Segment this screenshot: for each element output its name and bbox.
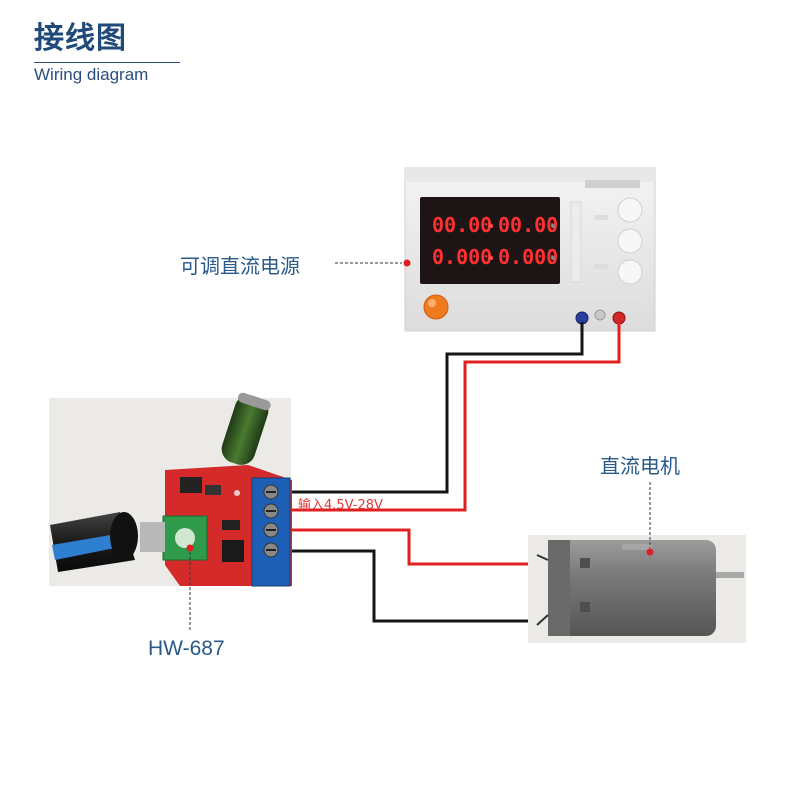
psu-knob: [617, 228, 643, 254]
smd-component: [222, 520, 240, 530]
motor-lead: [536, 614, 549, 626]
psu-display-panel: [420, 197, 560, 284]
power-button: [423, 294, 449, 320]
motor-negative-wire: [288, 549, 537, 623]
motor-shaft: [716, 572, 744, 578]
power-supply-label: 可调直流电源: [180, 254, 300, 278]
motor-endcap: [548, 540, 570, 636]
electrolytic-capacitor: [221, 395, 269, 465]
power-button-highlight: [428, 299, 436, 307]
module-label: HW-687: [148, 637, 225, 660]
header: 接线图 Wiring diagram: [34, 20, 184, 85]
psu-knob: [617, 197, 643, 223]
motor-vent: [580, 602, 590, 612]
mosfet: [222, 540, 244, 562]
psu-knob: [617, 259, 643, 285]
knob-cap: [110, 512, 138, 560]
motor-pointer: [646, 548, 654, 556]
motor-lead: [536, 554, 549, 561]
power-supply-pointer: [403, 259, 411, 267]
ic-chip: [180, 477, 202, 493]
psu-indicator: [594, 264, 608, 269]
psu-scale-strip: [570, 201, 582, 283]
current-display: 00.00: [498, 213, 558, 237]
display-led: [551, 256, 555, 260]
hw687-module: [49, 392, 292, 587]
potentiometer-shaft: [140, 522, 165, 552]
display-led: [489, 256, 493, 260]
supply-negative-wire: [288, 322, 584, 494]
supply-positive-wire: [288, 322, 621, 512]
voltage-display-2: 0.000: [432, 245, 492, 269]
display-led: [551, 224, 555, 228]
power-supply-unit: 00.00 00.00 0.000 0.000: [404, 167, 656, 332]
display-led: [489, 224, 493, 228]
input-voltage-label: 输入4.5V-28V: [298, 498, 383, 513]
title-divider: [34, 62, 180, 63]
module-pointer: [186, 544, 194, 552]
wires: [288, 322, 621, 623]
psu-brand-plate: [585, 180, 640, 188]
dc-motor-label: 直流电机: [600, 454, 680, 478]
motor-housing: [548, 540, 716, 636]
capacitor-top: [237, 392, 271, 411]
motor-highlight: [622, 544, 652, 550]
callouts: [186, 259, 654, 630]
voltage-display: 00.00: [432, 213, 492, 237]
motor-positive-wire: [288, 528, 530, 566]
psu-panel-line: [415, 295, 647, 297]
psu-indicator: [594, 215, 608, 220]
pcb-hole: [234, 490, 240, 496]
psu-top-edge: [405, 168, 655, 182]
dc-motor: [528, 535, 746, 643]
page-subtitle: Wiring diagram: [34, 65, 149, 84]
page-title: 接线图: [34, 21, 127, 56]
potentiometer-shaft-base: [175, 528, 195, 548]
smd-component: [205, 485, 221, 495]
ground-terminal: [594, 309, 606, 321]
current-display-2: 0.000: [498, 245, 558, 269]
motor-vent: [580, 558, 590, 568]
